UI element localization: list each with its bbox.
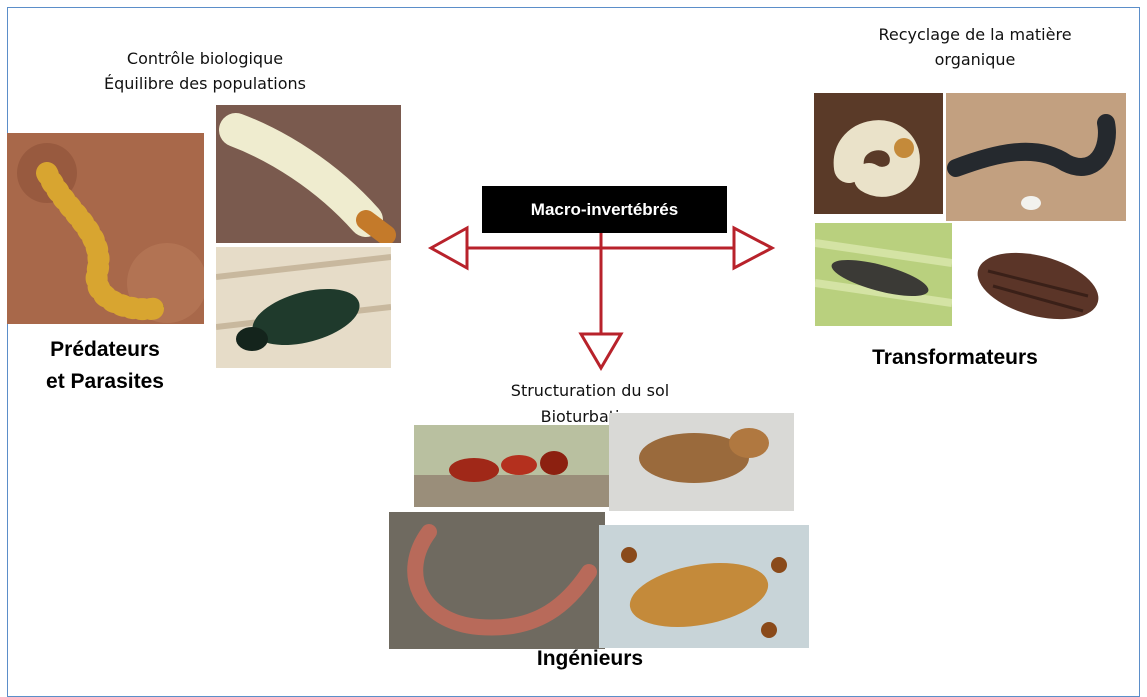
right-arrowhead	[734, 228, 772, 268]
down-arrowhead	[581, 334, 621, 368]
click-beetle-photo	[815, 223, 952, 326]
white-grub-photo	[814, 93, 943, 214]
centipede-photo	[7, 133, 204, 324]
left-arrowhead	[431, 228, 467, 268]
larva-photo	[216, 105, 401, 243]
ant-photo	[414, 425, 609, 507]
termite-photo	[609, 413, 794, 511]
earthworm-photo	[389, 512, 605, 649]
ground-beetle-photo	[216, 247, 391, 368]
millipede-photo	[946, 93, 1126, 221]
termite-queen-photo	[599, 525, 809, 648]
woodlouse-photo	[958, 231, 1108, 327]
